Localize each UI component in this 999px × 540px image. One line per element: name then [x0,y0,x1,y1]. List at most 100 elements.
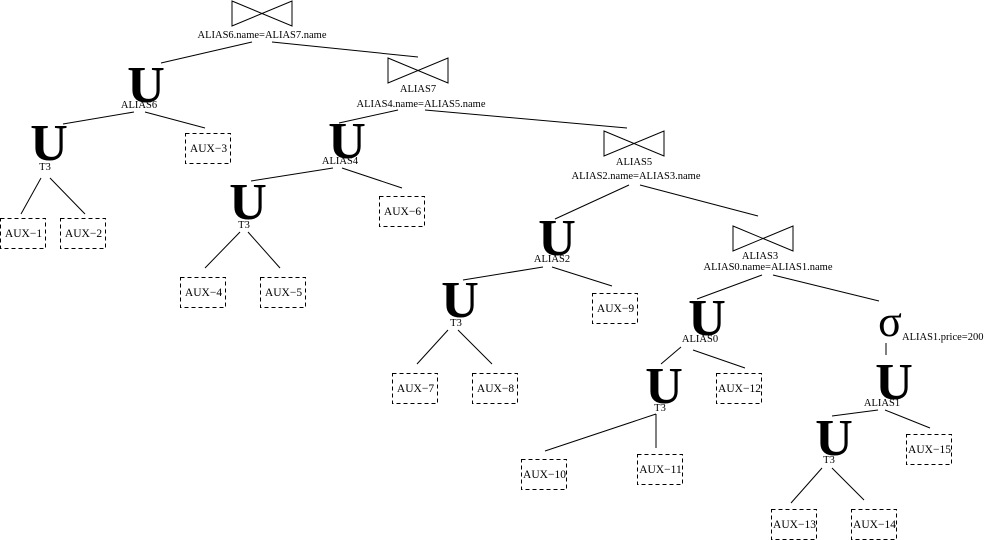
aux-relation-box [60,218,106,249]
aux-relation-label: AUX−10 [523,469,566,481]
tree-edge [338,109,399,124]
aux-relation-label: AUX−15 [908,444,951,456]
join-condition-label: ALIAS6.name=ALIAS7.name [198,30,327,41]
aux-relation-box [637,454,683,485]
aux-relation-box [771,509,817,540]
aux-node-aux-2: AUX−2 [60,218,106,249]
union-alias-label: ALIAS6 [121,100,157,111]
aux-node-aux-1: AUX−1 [0,218,46,249]
join-alias-label: ALIAS7 [400,84,436,95]
tree-edge [424,109,628,129]
aux-node-aux-14: AUX−14 [851,509,897,540]
union-alias-label: ALIAS4 [322,156,359,167]
union-alias-label: T3 [823,455,835,466]
tree-edge [696,274,763,300]
tree-edge [144,111,206,129]
join-bowtie-icon [603,130,665,157]
aux-relation-box [0,218,46,249]
join-bowtie-icon [231,0,293,27]
aux-node-aux-15: AUX−15 [906,434,952,465]
aux-relation-box [185,133,231,164]
tree-edge [341,167,403,189]
tree-edge [831,409,879,417]
aux-relation-box [392,373,438,404]
aux-node-aux-7: AUX−7 [392,373,438,404]
aux-relation-box [851,509,897,540]
union-node-union-t3-a: UT3 [30,115,68,173]
tree-edge [831,467,865,501]
aux-relation-box [180,277,226,308]
union-icon: U [688,290,726,347]
aux-node-aux-5: AUX−5 [260,277,306,308]
tree-edge [416,329,449,365]
tree-edge [462,266,544,281]
tree-edge [20,177,42,215]
aux-relation-label: AUX−5 [265,287,302,299]
join-condition-label: ALIAS4.name=ALIAS5.name [357,99,486,110]
union-icon: U [229,174,267,231]
edges-layer [20,41,931,504]
tree-edge [639,184,759,217]
union-icon: U [127,57,165,114]
join-bowtie-icon [387,57,449,84]
join-alias-label: ALIAS3 [742,251,778,262]
union-icon: U [328,113,366,170]
aux-relation-box [592,293,638,324]
aux-relation-label: AUX−8 [477,383,514,395]
aux-node-aux-11: AUX−11 [637,454,683,485]
tree-edge [660,346,682,365]
aux-relation-label: AUX−7 [397,383,434,395]
tree-edge [457,329,493,365]
aux-relation-box [716,373,762,404]
union-icon: U [441,272,479,329]
union-alias-label: T3 [654,403,666,414]
aux-relation-label: AUX−11 [639,464,682,476]
aux-node-aux-10: AUX−10 [521,459,567,490]
union-icon: U [645,358,683,415]
aux-relation-label: AUX−14 [853,519,896,531]
tree-edge [692,349,746,369]
aux-relation-label: AUX−4 [185,287,222,299]
aux-relation-label: AUX−1 [5,228,42,240]
aux-relation-label: AUX−2 [65,228,102,240]
tree-edge [204,231,241,269]
tree-edge [49,177,86,215]
tree-edge [884,409,931,429]
selection-condition-label: ALIAS1.price=200 [902,332,983,343]
tree-edge [790,467,823,504]
join-bowtie-icon [732,225,794,252]
union-icon: U [30,115,68,172]
aux-node-aux-4: AUX−4 [180,277,226,308]
join-alias-label: ALIAS5 [616,157,652,168]
union-alias-label: ALIAS2 [534,254,570,265]
aux-node-aux-8: AUX−8 [472,373,518,404]
aux-relation-box [906,434,952,465]
aux-node-aux-12: AUX−12 [716,373,762,404]
tree-edge [247,231,281,269]
selection-sigma-icon: σ [878,297,902,346]
tree-edge [160,41,253,64]
union-alias-label: ALIAS1 [864,398,900,409]
union-node-union-t3-d: UT3 [645,358,683,415]
aux-relation-label: AUX−3 [190,143,227,155]
aux-node-aux-3: AUX−3 [185,133,231,164]
tree-edge [62,111,135,125]
join-condition-label: ALIAS0.name=ALIAS1.name [704,262,833,273]
tree-edge [551,266,613,287]
aux-node-aux-9: AUX−9 [592,293,638,324]
aux-relation-label: AUX−12 [718,383,761,395]
union-alias-label: T3 [450,318,462,329]
tree-edge [271,41,419,58]
union-alias-label: T3 [238,220,250,231]
aux-node-aux-6: AUX−6 [379,196,425,227]
